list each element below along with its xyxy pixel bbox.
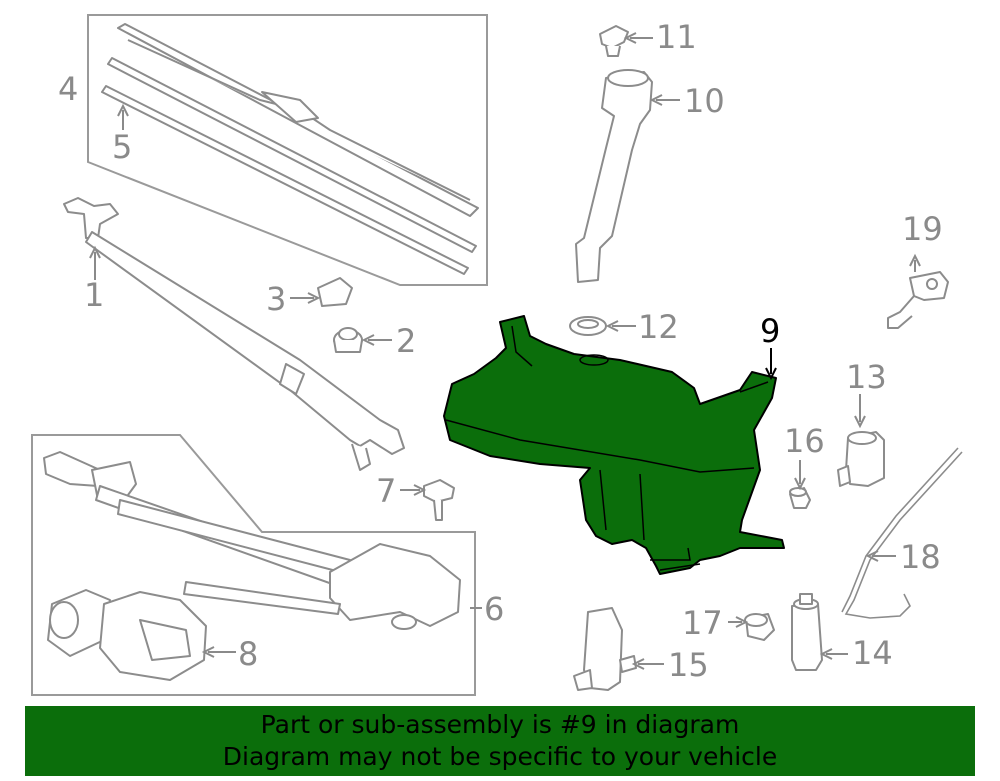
callout-16: 16 (784, 422, 825, 460)
callout-4: 4 (58, 70, 78, 108)
leader-lines (89, 32, 921, 670)
callout-10: 10 (684, 82, 725, 120)
part-6-wiper-linkage[interactable] (43, 451, 461, 630)
callout-18: 18 (900, 538, 941, 576)
part-2-nut[interactable] (333, 327, 363, 353)
part-3-cap[interactable] (317, 277, 353, 307)
part-1-wiper-arm[interactable] (63, 197, 405, 471)
callout-14: 14 (852, 634, 893, 672)
banner-line-2: Diagram may not be specific to your vehi… (222, 742, 778, 771)
callout-19: 19 (902, 210, 943, 248)
part-10-filler-tube[interactable] (575, 69, 653, 283)
callout-17: 17 (682, 604, 723, 642)
callout-11: 11 (656, 18, 697, 56)
banner-line-1: Part or sub-assembly is #9 in diagram (260, 710, 740, 739)
part-12-grommet[interactable] (569, 316, 607, 336)
callouts: 4 5 1 3 2 7 6 8 11 10 12 9 13 16 19 18 1… (58, 18, 943, 684)
callout-1: 1 (84, 276, 104, 314)
part-15-washer-pump[interactable] (573, 607, 637, 691)
callout-2: 2 (396, 322, 416, 360)
part-17-grommet[interactable] (744, 613, 775, 641)
part-13-washer-pump[interactable] (837, 431, 885, 487)
callout-13: 13 (846, 358, 887, 396)
part-9-washer-reservoir[interactable] (443, 315, 785, 575)
part-5-blade-refill[interactable] (101, 57, 477, 275)
part-11-clip[interactable] (599, 25, 629, 57)
part-16-grommet[interactable] (789, 487, 811, 509)
part-14-washer-pump[interactable] (791, 593, 823, 671)
info-banner: Part or sub-assembly is #9 in diagram Di… (25, 706, 975, 776)
wiper-blade-group-box (87, 14, 488, 286)
parts-diagram: 4 5 1 3 2 7 6 8 11 10 12 9 13 16 19 18 1… (31, 14, 963, 696)
part-4-wiper-blade[interactable] (117, 23, 479, 217)
callout-6: 6 (484, 590, 504, 628)
part-8-wiper-motor[interactable] (47, 589, 207, 681)
linkage-group-box (31, 434, 476, 696)
callout-8: 8 (238, 635, 258, 673)
callout-15: 15 (668, 646, 709, 684)
callout-12: 12 (638, 308, 679, 346)
callout-7: 7 (376, 472, 396, 510)
part-19-connector[interactable] (887, 271, 949, 329)
callout-9: 9 (760, 312, 780, 350)
callout-3: 3 (266, 280, 286, 318)
part-7-bolt[interactable] (423, 479, 455, 521)
callout-5: 5 (112, 128, 132, 166)
